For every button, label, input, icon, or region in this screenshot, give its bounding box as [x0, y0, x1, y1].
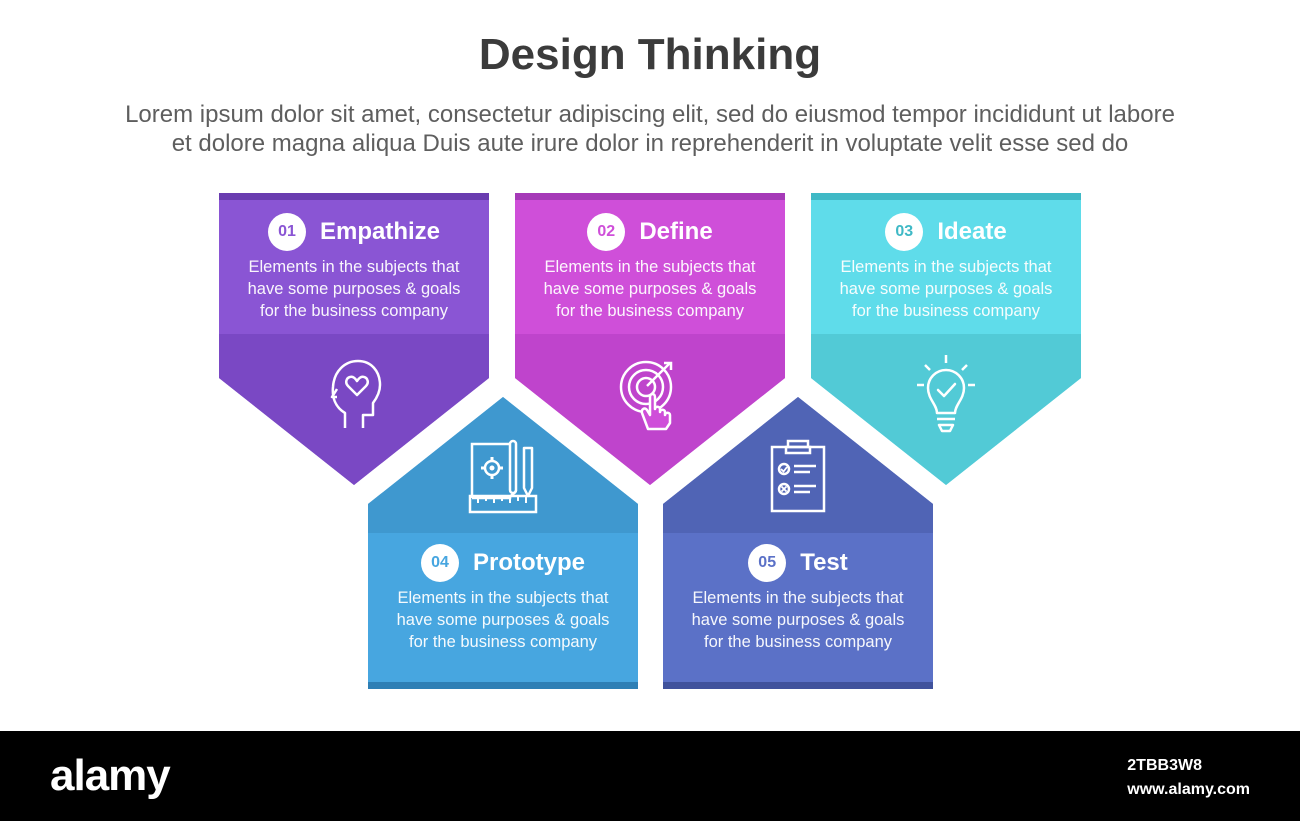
step-description: Elements in the subjects that have some …	[234, 256, 474, 322]
step-header: 03 Ideate	[811, 212, 1081, 252]
subtitle-line-2: et dolore magna aliqua Duis aute irure d…	[171, 130, 1129, 157]
step-shape	[219, 193, 489, 485]
step-header: 01 Empathize	[219, 212, 489, 252]
clipboard-checklist-icon	[770, 439, 826, 513]
step-description: Elements in the subjects that have some …	[383, 587, 623, 653]
step-define: 02 Define Elements in the subjects that …	[515, 193, 785, 485]
head-heart-icon	[330, 359, 382, 428]
step-number-badge: 05	[748, 544, 787, 582]
desc-line: for the business company	[555, 302, 745, 320]
desc-line: have some purposes & goals	[691, 611, 905, 629]
step-test: 05 Test Elements in the subjects that ha…	[663, 397, 933, 689]
subtitle-line-1: Lorem ipsum dolor sit amet, consectetur …	[125, 101, 1175, 128]
page-subtitle: Lorem ipsum dolor sit amet, consectetur …	[40, 100, 1260, 158]
desc-line: Elements in the subjects that	[248, 258, 460, 276]
lightbulb-check-icon	[917, 355, 975, 433]
brand-logo: alamy	[50, 751, 171, 800]
target-click-icon	[619, 360, 673, 431]
desc-line: have some purposes & goals	[396, 611, 610, 629]
step-label: Ideate	[937, 218, 1007, 245]
step-number-badge: 03	[885, 213, 924, 251]
desc-line: Elements in the subjects that	[397, 589, 609, 607]
desc-line: for the business company	[259, 302, 449, 320]
page-title: Design Thinking	[478, 30, 822, 79]
step-header: 05 Test	[663, 543, 933, 583]
step-header: 02 Define	[515, 212, 785, 252]
step-description: Elements in the subjects that have some …	[530, 256, 770, 322]
desc-line: for the business company	[703, 633, 893, 651]
step-empathize: 01 Empathize Elements in the subjects th…	[219, 193, 489, 485]
desc-line: have some purposes & goals	[247, 280, 461, 298]
site-url: www.alamy.com	[1127, 781, 1250, 798]
step-description: Elements in the subjects that have some …	[826, 256, 1066, 322]
desc-line: have some purposes & goals	[543, 280, 757, 298]
footer-bar: alamy 2TBB3W8 www.alamy.com	[0, 731, 1300, 821]
step-prototype: 04 Prototype Elements in the subjects th…	[368, 397, 638, 689]
step-header: 04 Prototype	[368, 543, 638, 583]
blueprint-tools-icon	[468, 439, 538, 514]
step-number-badge: 04	[420, 544, 459, 582]
desc-line: have some purposes & goals	[839, 280, 1053, 298]
step-shape	[811, 193, 1081, 485]
desc-line: Elements in the subjects that	[544, 258, 756, 276]
step-label: Test	[800, 549, 848, 576]
step-shape	[368, 397, 638, 689]
step-number-badge: 02	[587, 213, 626, 251]
desc-line: for the business company	[851, 302, 1041, 320]
step-description: Elements in the subjects that have some …	[678, 587, 918, 653]
step-label: Define	[639, 218, 713, 245]
desc-line: Elements in the subjects that	[692, 589, 904, 607]
step-number-badge: 01	[267, 213, 306, 251]
step-ideate: 03 Ideate Elements in the subjects that …	[811, 193, 1081, 485]
step-label: Prototype	[472, 549, 585, 576]
desc-line: Elements in the subjects that	[840, 258, 1052, 276]
image-id: 2TBB3W8	[1127, 757, 1202, 774]
desc-line: for the business company	[408, 633, 598, 651]
step-label: Empathize	[319, 218, 441, 245]
image-info: 2TBB3W8 www.alamy.com	[1127, 754, 1250, 802]
